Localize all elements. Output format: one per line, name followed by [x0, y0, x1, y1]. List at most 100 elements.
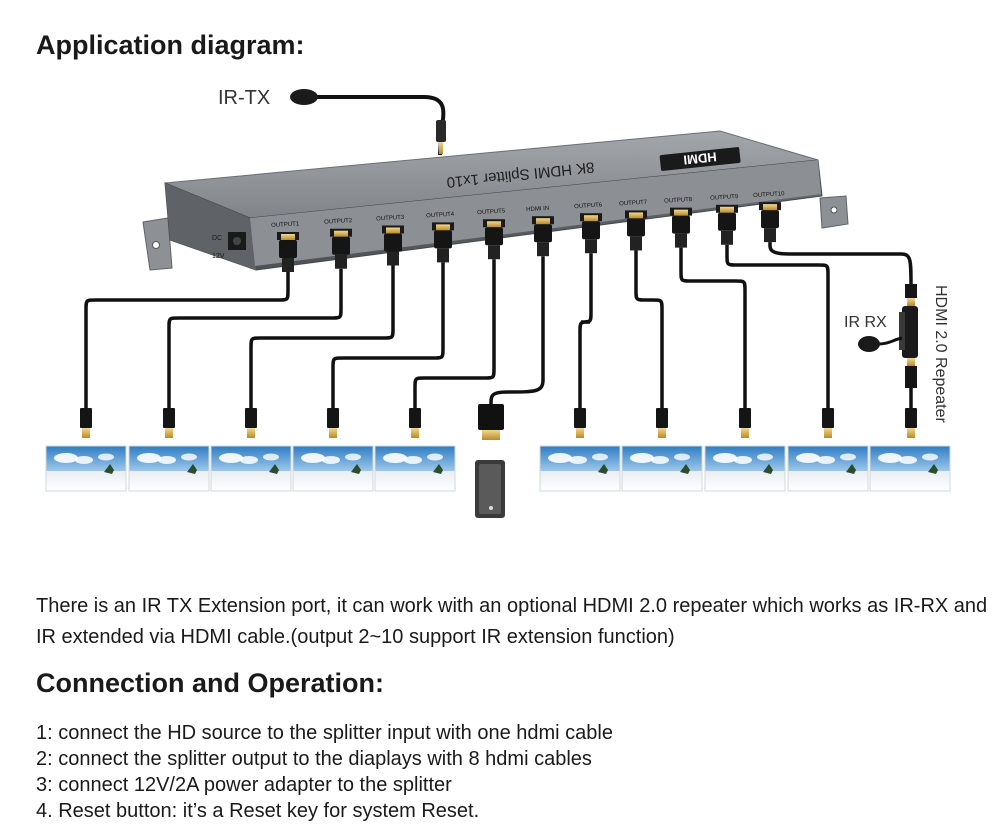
hdmi-plug	[739, 408, 751, 428]
display-screen	[539, 445, 621, 492]
hdmi-cable	[331, 262, 445, 410]
hdmi-cable	[489, 256, 545, 405]
hdmi-plug-tip	[281, 234, 295, 240]
hdmi-splitter-device: 8K HDMI Splitter 1x10 HDMI DC 12V	[142, 130, 849, 271]
hdmi-plug-boot	[437, 248, 449, 263]
hdmi-cable	[725, 244, 830, 410]
hdmi-plug-boot	[721, 230, 733, 245]
hdmi-plug-tip	[487, 221, 501, 228]
hd-source-device	[475, 460, 505, 518]
hdmi-plug-tip	[165, 428, 173, 438]
hdmi-plug-tip	[584, 215, 598, 222]
hdmi-plug	[574, 408, 586, 428]
hdmi-plug-tip	[907, 358, 915, 366]
step-item: 4. Reset button: it’s a Reset key for sy…	[36, 800, 480, 822]
ir-tx-cable	[290, 89, 446, 156]
hdmi-repeater	[858, 306, 918, 358]
hdmi-plug	[327, 408, 339, 428]
hdmi-plug-boot	[387, 251, 399, 266]
hdmi-plug-boot	[335, 254, 347, 269]
port-label: OUTPUT8	[664, 197, 693, 205]
hdmi-plug-tip	[82, 428, 90, 438]
hdmi-plug	[656, 408, 668, 428]
display-screen	[787, 445, 869, 492]
port-label: OUTPUT7	[619, 200, 648, 208]
hdmi-plug	[905, 284, 917, 298]
hdmi-plug-tip	[763, 204, 777, 211]
ir-rx-label: IR RX	[844, 314, 887, 331]
port-label: OUTPUT4	[426, 212, 455, 220]
port-label: OUTPUT5	[477, 208, 506, 216]
hdmi-plug	[80, 408, 92, 428]
hdmi-cable	[768, 242, 913, 287]
application-diagram-heading: Application diagram:	[36, 30, 305, 60]
hdmi-plug	[409, 408, 421, 428]
dc-power-jack: DC 12V	[212, 232, 246, 260]
port-label: OUTPUT10	[753, 191, 785, 199]
port-label: OUTPUT3	[376, 215, 405, 223]
hdmi-plug-tip	[436, 224, 450, 231]
hdmi-repeater-label: HDMI 2.0 Repeater	[932, 285, 949, 424]
port-label: OUTPUT1	[271, 221, 300, 229]
hdmi-plug-tip	[576, 428, 584, 438]
display-row	[45, 445, 951, 492]
hdmi-cable	[679, 247, 747, 410]
hdmi-plug-tip	[674, 209, 688, 216]
display-screen	[210, 445, 292, 492]
display-screen	[128, 445, 210, 492]
step-item: 2: connect the splitter output to the di…	[36, 748, 592, 770]
hdmi-plug	[718, 212, 736, 231]
hdmi-logo-icon: HDMI	[659, 147, 741, 171]
hdmi-plug-tip	[411, 428, 419, 438]
hdmi-cable	[84, 272, 290, 410]
hdmi-cable	[634, 250, 664, 410]
hdmi-plug	[163, 408, 175, 428]
hdmi-plug	[761, 210, 779, 229]
hdmi-plug-boot	[764, 228, 776, 243]
connection-operation-heading: Connection and Operation:	[36, 668, 384, 698]
hdmi-plug	[245, 408, 257, 428]
hdmi-cable	[413, 259, 496, 410]
port-label: OUTPUT2	[324, 218, 353, 226]
hdmi-plug-tip	[329, 428, 337, 438]
dc-label: DC	[212, 235, 222, 242]
port-label: OUTPUT9	[710, 194, 739, 202]
hdmi-plug-tip	[386, 227, 400, 234]
hdmi-plug	[822, 408, 834, 428]
application-diagram: 8K HDMI Splitter 1x10 HDMI DC 12V OUTPUT…	[45, 87, 951, 518]
step-item: 1: connect the HD source to the splitter…	[36, 722, 613, 744]
display-screen	[45, 445, 127, 492]
hdmi-plug	[434, 230, 452, 249]
port-label: OUTPUT6	[574, 202, 603, 210]
hdmi-plug	[582, 221, 600, 240]
operation-steps: 1: connect the HD source to the splitter…	[36, 720, 613, 824]
hdmi-plug-boot	[630, 236, 642, 251]
hdmi-plug	[384, 233, 402, 252]
hdmi-plug	[905, 366, 917, 388]
step-item: 3: connect 12V/2A power adapter to the s…	[36, 774, 452, 796]
hdmi-plug-tip	[741, 428, 749, 438]
hdmi-plug-tip	[907, 298, 915, 306]
hdmi-plug-tip	[334, 230, 348, 237]
hdmi-plug-tip	[658, 428, 666, 438]
hdmi-logo-text: HDMI	[683, 149, 718, 167]
display-screen	[869, 445, 951, 492]
hdmi-plug-boot	[585, 239, 597, 254]
hdmi-plug	[672, 215, 690, 234]
hdmi-plug	[534, 224, 552, 243]
hdmi-plug	[905, 408, 917, 428]
hdmi-plug-tip	[536, 218, 550, 225]
hdmi-plug	[332, 236, 350, 255]
hdmi-plug-tip	[482, 430, 500, 440]
display-screen	[704, 445, 786, 492]
hdmi-plug	[485, 227, 503, 246]
display-screen	[292, 445, 374, 492]
ir-tx-label: IR-TX	[218, 87, 270, 109]
hdmi-source-plug	[478, 404, 504, 430]
hdmi-plug-boot	[675, 233, 687, 248]
hdmi-plug-tip	[907, 428, 915, 438]
hdmi-plug-tip	[247, 428, 255, 438]
ir-description: There is an IR TX Extension port, it can…	[36, 595, 988, 648]
hdmi-cable	[578, 253, 593, 410]
